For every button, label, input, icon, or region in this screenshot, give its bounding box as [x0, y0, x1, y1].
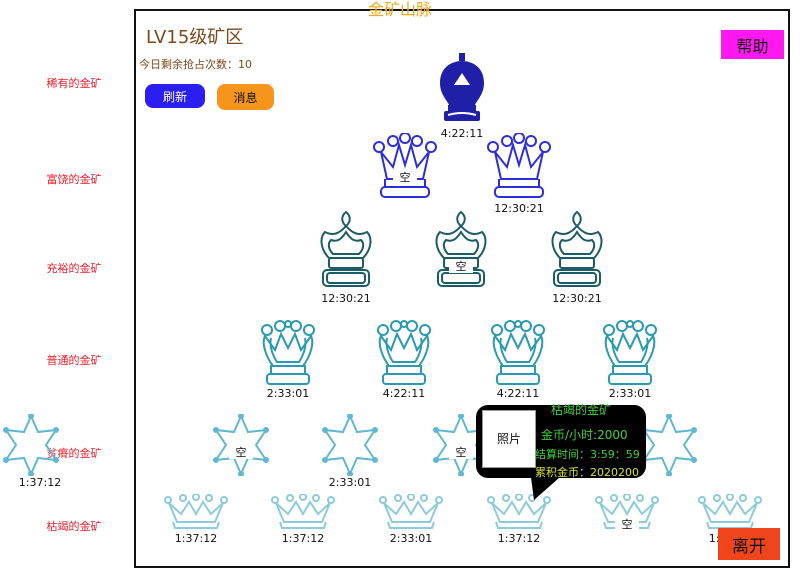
ornate-crown-icon: [377, 320, 431, 385]
mine-timer: 2:33:01: [608, 387, 652, 400]
mine-slot[interactable]: [432, 51, 492, 125]
mine-slot[interactable]: [487, 320, 549, 386]
ornate-crown-icon: [261, 320, 315, 385]
jester-crown-icon: [487, 133, 551, 198]
mine-slot[interactable]: [599, 320, 661, 386]
star-badge-icon: [322, 414, 378, 476]
mine-slot[interactable]: [546, 210, 608, 290]
level-title: LV15级矿区: [146, 27, 244, 48]
star-badge-icon: [213, 414, 269, 476]
queen-crown-icon: [435, 210, 487, 287]
mine-timer: 1:37:12: [18, 476, 62, 489]
mine-slot[interactable]: [697, 494, 763, 530]
mine-slot[interactable]: [319, 414, 381, 476]
mine-slot[interactable]: [430, 210, 492, 290]
empty-slot-label: 空: [229, 446, 253, 459]
mine-timer: 2:33:01: [266, 387, 310, 400]
leave-button[interactable]: 离开: [718, 528, 780, 560]
tier-label-abundant: 充裕的金矿: [46, 262, 102, 275]
mine-slot[interactable]: [0, 414, 62, 476]
tier-label-rare: 稀有的金矿: [46, 77, 102, 90]
messages-button[interactable]: 消息: [217, 84, 274, 110]
mine-timer: 12:30:21: [321, 292, 371, 305]
mine-slot[interactable]: [257, 320, 319, 386]
mine-slot[interactable]: [163, 494, 229, 530]
mine-timer: 1:37:12: [281, 532, 325, 545]
tier-label-depleted: 枯竭的金矿: [46, 520, 102, 533]
star-badge-icon: [3, 414, 59, 476]
star-badge-icon: [641, 414, 697, 476]
small-crown-icon: [164, 494, 228, 529]
small-crown-icon: [379, 494, 443, 529]
mine-slot[interactable]: [371, 133, 439, 199]
empty-slot-label: 空: [393, 171, 417, 184]
popup-gold-rate: 金币/小时:2000: [541, 428, 628, 442]
mine-timer: 2:33:01: [389, 532, 433, 545]
tier-label-rich: 富饶的金矿: [46, 173, 102, 186]
help-button[interactable]: 帮助: [721, 30, 784, 59]
popup-title: 枯竭的金矿: [551, 403, 612, 417]
mine-slot[interactable]: [373, 320, 435, 386]
remaining-attempts: 今日剩余抢占次数：10: [139, 58, 252, 71]
king-crown-icon: [440, 53, 484, 121]
mine-slot[interactable]: [210, 414, 272, 476]
mine-timer: 4:22:11: [496, 387, 540, 400]
mine-timer: 4:22:11: [440, 127, 484, 140]
mine-slot[interactable]: [485, 133, 553, 199]
popup-total-gold: 累积金币：2020200: [535, 466, 639, 479]
queen-crown-icon: [551, 210, 603, 287]
empty-slot-label: 空: [449, 446, 473, 459]
small-crown-icon: [698, 494, 762, 529]
mine-slot[interactable]: [378, 494, 444, 530]
mine-panel: [134, 9, 790, 568]
refresh-button[interactable]: 刷新: [145, 84, 205, 108]
jester-crown-icon: [373, 133, 437, 198]
mine-slot[interactable]: [638, 414, 700, 476]
mine-timer: 4:22:11: [382, 387, 426, 400]
small-crown-icon: [271, 494, 335, 529]
empty-slot-label: 空: [615, 518, 639, 531]
mine-timer: 1:37:12: [497, 532, 541, 545]
mine-timer: 12:30:21: [494, 202, 544, 215]
mine-timer: 2:33:01: [328, 476, 372, 489]
popup-settle-time: 结算时间：3:59：59: [535, 448, 640, 461]
ornate-crown-icon: [491, 320, 545, 385]
mine-slot[interactable]: [270, 494, 336, 530]
owner-photo: 照片: [482, 410, 536, 468]
mine-slot[interactable]: [315, 210, 377, 290]
mine-timer: 1:37:12: [174, 532, 218, 545]
mine-timer: 12:30:21: [552, 292, 602, 305]
queen-crown-icon: [320, 210, 372, 287]
empty-slot-label: 空: [449, 260, 473, 273]
ornate-crown-icon: [603, 320, 657, 385]
tier-label-common: 普通的金矿: [46, 354, 102, 367]
tier-label-poor: 贫瘠的金矿: [46, 447, 102, 460]
